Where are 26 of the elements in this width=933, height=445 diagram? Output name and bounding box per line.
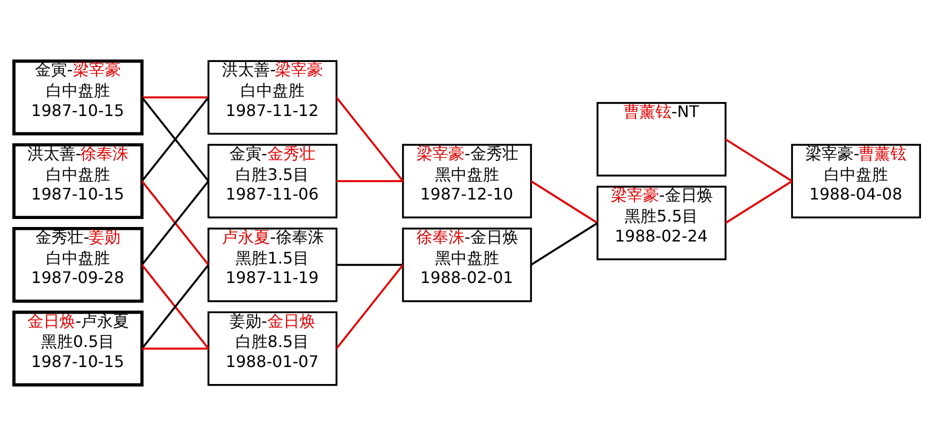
node-box: 徐奉洙-金日焕 黑中盘胜 1988-02-01 <box>402 227 532 302</box>
node-box: 金寅-梁宰豪 白中盘胜 1987-10-15 <box>12 59 144 135</box>
node-box: 梁宰豪-金秀壮 黑中盘胜 1987-12-10 <box>402 143 532 218</box>
connector <box>141 96 208 98</box>
node-box: 洪太善-徐奉洙 白中盘胜 1987-10-15 <box>12 142 144 219</box>
connector <box>335 264 404 349</box>
connector <box>140 96 209 182</box>
connector <box>724 180 792 224</box>
node-box: 梁宰豪-曹薰铉 白中盘胜 1988-04-08 <box>790 143 920 218</box>
node-box: 卢永夏-徐奉洙 黑胜1.5目 1987-11-19 <box>207 227 337 302</box>
connector <box>724 138 792 182</box>
connector <box>140 264 209 349</box>
connector <box>141 347 208 350</box>
node-box: 金秀壮-姜勋 白中盘胜 1987-09-28 <box>12 226 144 302</box>
connector <box>336 180 402 182</box>
node-box: 姜勋-金日焕 白胜8.5目 1988-01-07 <box>207 310 337 386</box>
connector <box>140 180 209 265</box>
node-box: 金日焕-卢永夏 黑胜0.5目 1987-10-15 <box>12 310 144 386</box>
node-box: 金寅-金秀壮 白胜3.5目 1987-11-06 <box>207 143 337 218</box>
node-box: 梁宰豪-金日焕 黑胜5.5目 1988-02-24 <box>596 185 726 260</box>
node-box: 洪太善-梁宰豪 白中盘胜 1987-11-12 <box>207 60 337 134</box>
connector <box>530 222 598 266</box>
node-box: 曹薰铉-NT <box>596 102 726 176</box>
connector <box>530 180 598 224</box>
connector <box>335 96 404 182</box>
connector <box>336 263 402 266</box>
